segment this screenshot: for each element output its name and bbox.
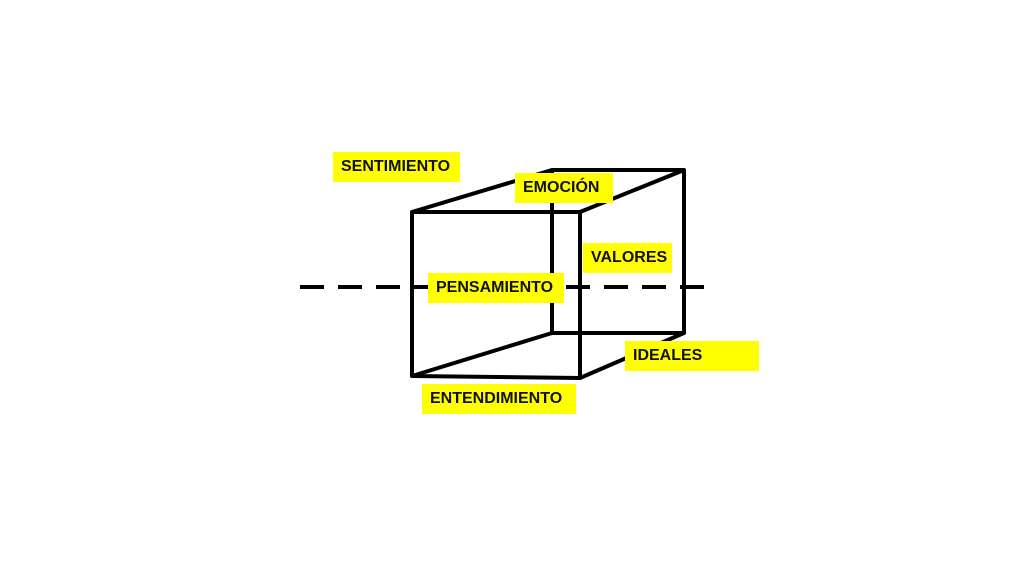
label-emocion: EMOCIÓN <box>515 173 613 203</box>
cube-edge-top-right <box>579 168 685 214</box>
label-valores: VALORES <box>583 243 672 273</box>
label-entendimiento: ENTENDIMIENTO <box>422 384 576 414</box>
label-ideales: IDEALES <box>625 341 759 371</box>
label-sentimiento: SENTIMIENTO <box>333 152 460 182</box>
cube-edge-bottom-left <box>411 331 553 378</box>
label-pensamiento: PENSAMIENTO <box>428 273 564 303</box>
